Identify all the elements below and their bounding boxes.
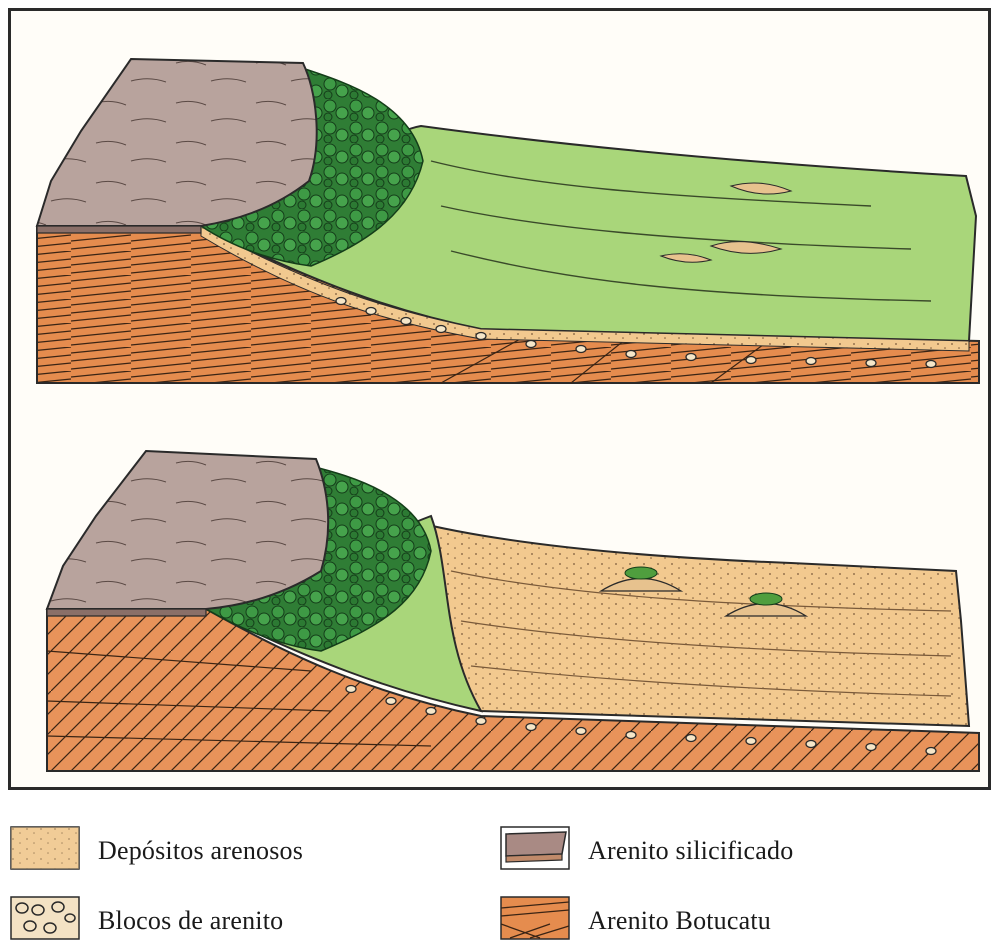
legend-label-botucatu-sandstone: Arenito Botucatu xyxy=(588,906,771,936)
legend-label-sandy-deposits: Depósitos arenosos xyxy=(98,836,303,866)
legend-label-sandstone-blocks: Blocos de arenito xyxy=(98,906,283,936)
top-block-diagram xyxy=(37,59,979,383)
block-diagram xyxy=(11,11,988,787)
sandstone-blocks-swatch xyxy=(10,896,80,940)
silicified-sandstone-swatch xyxy=(500,826,570,870)
sandy-deposits-swatch xyxy=(10,826,80,870)
botucatu-sandstone-swatch xyxy=(500,896,570,940)
bottom-block-diagram xyxy=(47,451,979,771)
legend-label-silicified-sandstone: Arenito silicificado xyxy=(588,836,793,866)
diagram-frame xyxy=(8,8,991,790)
